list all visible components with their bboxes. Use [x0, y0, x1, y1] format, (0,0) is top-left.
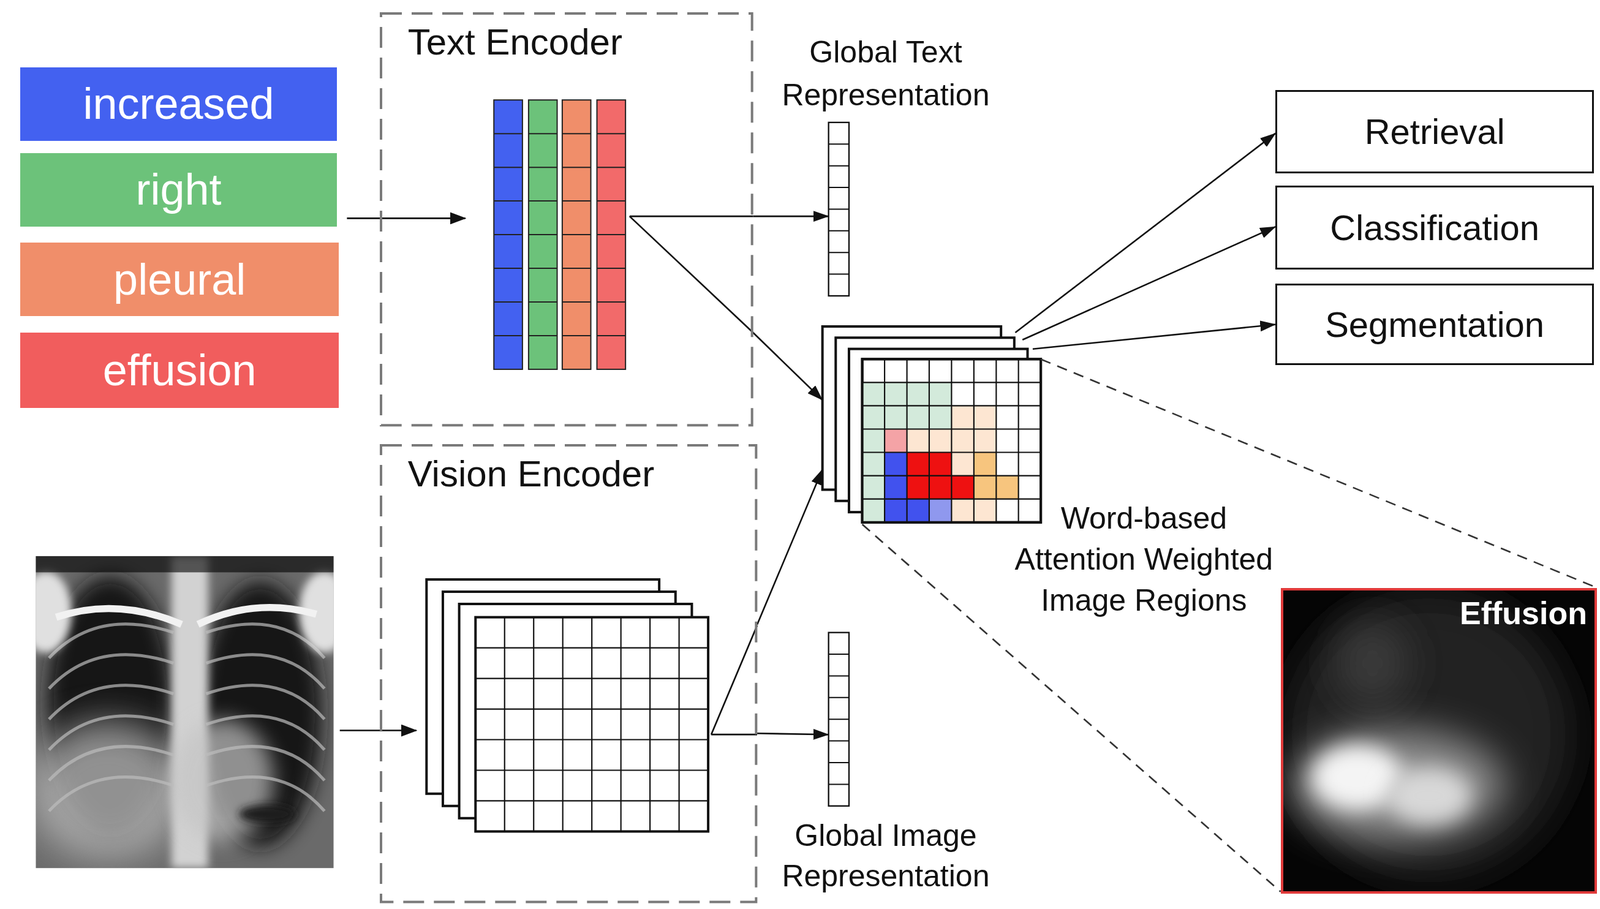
- global-vector: Global Image Representation: [828, 632, 850, 807]
- arrow-connector: [752, 332, 823, 400]
- arrow-connector: [757, 733, 829, 735]
- effusion-heatmap: [1282, 589, 1596, 892]
- representation-label: Global Text Representation: [775, 30, 997, 117]
- attention-grid: [862, 358, 1042, 522]
- chest-xray: [35, 556, 334, 869]
- task-box: Segmentation: [1275, 283, 1594, 366]
- token-label: increased: [82, 79, 274, 129]
- token-label: pleural: [113, 255, 246, 304]
- feature-maps: [426, 579, 709, 832]
- feature-grid: [475, 617, 709, 832]
- task-box: Classification: [1275, 185, 1594, 270]
- representation-label: Global Image Representation: [775, 815, 997, 897]
- task-label: Classification: [1329, 208, 1540, 248]
- dashed-outline: [379, 444, 758, 904]
- token-label: right: [135, 165, 222, 214]
- dashed-border: [381, 13, 753, 426]
- arrow-connector: [757, 469, 823, 625]
- encoder-group: Text Encoder: [379, 12, 754, 427]
- encoder-group: Vision Encoder: [379, 444, 758, 904]
- token-box: pleural: [20, 242, 339, 317]
- arrow-connector: [1015, 133, 1276, 333]
- token-box: right: [20, 153, 337, 227]
- dashed-outline: [379, 12, 754, 427]
- task-label: Segmentation: [1324, 305, 1545, 345]
- dashed-border: [381, 445, 756, 903]
- overlay-label: Effusion: [1459, 594, 1588, 633]
- layout-lines: [339, 216, 758, 735]
- task-box: Retrieval: [1275, 90, 1594, 174]
- token-box: increased: [20, 67, 337, 141]
- token-box: effusion: [20, 332, 339, 408]
- token-label: effusion: [102, 346, 257, 395]
- arrow-connector: [1022, 226, 1276, 340]
- arrow-connector: [752, 215, 829, 218]
- encoder-title: Text Encoder: [407, 20, 623, 64]
- encoder-title: Vision Encoder: [407, 452, 655, 495]
- attention-stack: Word-based Attention Weighted Image Regi…: [822, 326, 1041, 523]
- token-embeddings: [493, 99, 626, 370]
- arrow-connector: [1032, 324, 1276, 350]
- attention-front-frame: [862, 358, 1042, 522]
- attention-layers: [822, 326, 1041, 523]
- task-label: Retrieval: [1364, 112, 1506, 152]
- representation-label: Word-based Attention Weighted Image Regi…: [1005, 498, 1283, 622]
- heatmap-frame: Effusion: [1280, 588, 1597, 895]
- global-vector: Global Text Representation: [828, 122, 850, 296]
